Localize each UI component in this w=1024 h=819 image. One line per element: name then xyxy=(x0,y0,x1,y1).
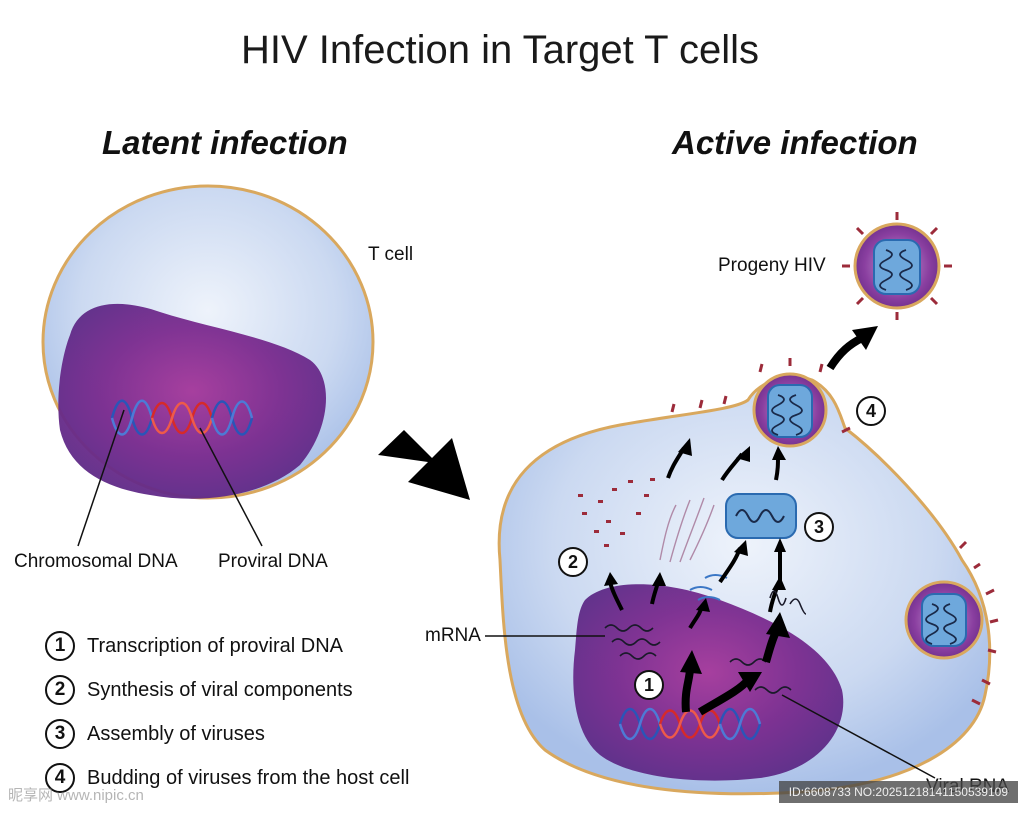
viral-rna-cloud xyxy=(659,497,715,563)
mrna-label: mRNA xyxy=(425,625,481,646)
legend-item-1: 1 Transcription of proviral DNA xyxy=(45,629,343,663)
step2-arrowheads xyxy=(604,572,786,612)
latent-nucleus xyxy=(58,303,327,499)
step-badge-1: 1 xyxy=(634,670,664,700)
budding-virus xyxy=(752,372,828,448)
legend-text: Budding of viruses from the host cell xyxy=(87,766,410,789)
legend-item-4: 4 Budding of viruses from the host cell xyxy=(45,761,409,795)
legend-text: Transcription of proviral DNA xyxy=(87,634,344,657)
chromosomal-dna-pointer xyxy=(77,409,125,547)
capsid-assembly xyxy=(725,493,797,539)
watermark-logo-text: 昵享网 www.nipic.cn xyxy=(8,787,144,804)
legend-item-2: 2 Synthesis of viral components xyxy=(45,673,353,707)
latent-infection-heading: Latent infection xyxy=(102,124,348,161)
t-cell-label: T cell xyxy=(368,244,414,265)
mrna-strands xyxy=(604,624,661,660)
step3-arrowheads xyxy=(678,438,786,556)
active-t-cell xyxy=(485,358,999,796)
viral-rna-pointer xyxy=(781,694,936,779)
viral-protein-dots xyxy=(578,478,655,547)
chromosomal-dna-label: Chromosomal DNA xyxy=(14,551,178,572)
legend-text: Synthesis of viral components xyxy=(87,678,353,701)
legend-item-3: 3 Assembly of viruses xyxy=(45,717,265,751)
legend-number: 1 xyxy=(45,631,75,661)
step-badge-3: 3 xyxy=(804,512,834,542)
release-arrow xyxy=(826,334,864,371)
active-infection-heading: Active infection xyxy=(672,124,918,161)
viral-rna-strands xyxy=(729,658,792,694)
rna-pair xyxy=(769,590,807,615)
legend-number: 4 xyxy=(45,763,75,793)
proviral-dna-label: Proviral DNA xyxy=(218,551,328,572)
latent-t-cell xyxy=(41,184,375,547)
membrane-spikes xyxy=(670,358,999,706)
page-title: HIV Infection in Target T cells xyxy=(240,28,760,72)
progeny-hiv-virion xyxy=(842,212,952,320)
step-badge-2: 2 xyxy=(558,547,588,577)
proviral-dna-pointer xyxy=(199,427,263,547)
legend-number: 2 xyxy=(45,675,75,705)
progeny-hiv-label: Progeny HIV xyxy=(718,255,826,276)
legend-text: Assembly of viruses xyxy=(87,722,265,745)
step1-arrow-a xyxy=(681,667,694,713)
intracellular-virus xyxy=(904,580,984,660)
legend-number: 3 xyxy=(45,719,75,749)
image-id-strip: ID:6608733 NO:20251218141150539109 xyxy=(778,781,1018,803)
step-badge-4: 4 xyxy=(856,396,886,426)
active-dna-helix xyxy=(618,707,762,741)
transition-arrow xyxy=(378,430,470,500)
